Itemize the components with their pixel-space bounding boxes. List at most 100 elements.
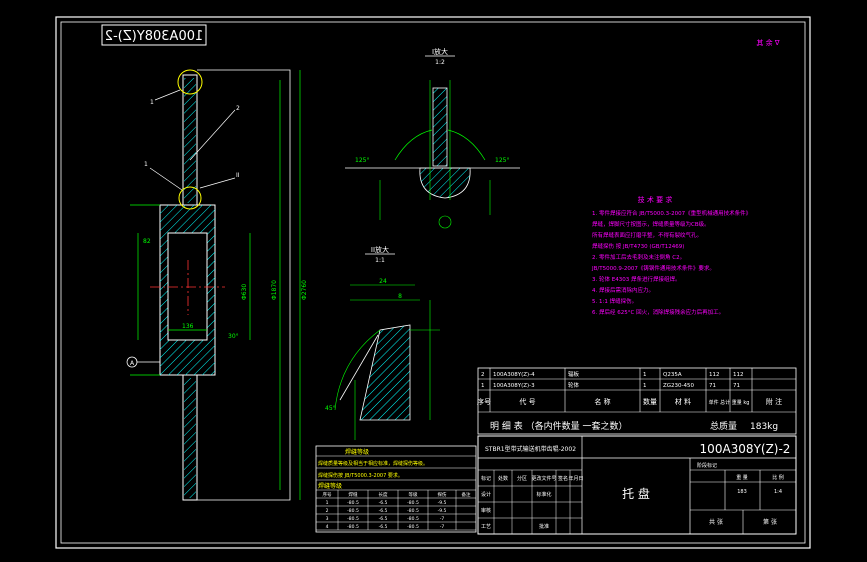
hub-bore [167,232,208,341]
title-block-cell: 标准化 [536,491,551,498]
tech-req-item: 3. 轮体 E4303 焊条进行焊接组焊。 [592,275,680,283]
detail-bottom-scale: 1:1 [375,257,385,264]
parts-cell: 100A308Y(Z)-3 [493,383,535,389]
weld-header-cell: 序号 [323,491,332,498]
weld-cell: -6.5 [379,516,388,522]
total-weight-label: 总质量 [710,420,737,432]
title-block: STBR1型带式输送机带齿辊-2002 100A308Y(Z)-2 托 盘 阶段… [477,435,797,535]
tech-req-item: 5. 1:1 焊缝探伤。 [592,297,637,305]
tech-req-item: 2. 零件加工后去毛刺及未注倒角 C2。 [592,253,685,261]
weld-cell: -9.5 [438,500,447,506]
drawing-number: 100A308Y(Z)-2 [700,442,791,456]
weld-cell: -9.5 [438,508,447,514]
parts-cell: 71 [709,383,716,389]
weld-cell: -80.5 [347,524,359,530]
weld-cell: 2 [326,508,329,514]
weld-cell: -80.5 [347,500,359,506]
parts-cell: 1 [643,383,647,389]
title-block-cell: 标记 [481,475,491,482]
weld-table-subtitle: 焊缝等级 [318,482,342,490]
dim-30: 30° [228,333,239,340]
tech-req-item: 焊缝，焊脚尺寸按图示，焊缝质量等级为CB级。 [592,220,710,228]
corner-code-mirrored: 100A308Y(Z)-2 [105,29,203,44]
parts-cell: 100A308Y(Z)-4 [493,372,535,378]
weld-table-title: 焊缝等级 [345,448,369,456]
detail-bottom-dim-c: 45° [325,405,336,412]
company-line: STBR1型带式输送机带齿辊-2002 [485,445,576,453]
callout-1: 1 [150,99,154,106]
title-block-cell: 年月日 [568,475,583,482]
title-block-cell: 审核 [481,507,491,514]
parts-cell: 1 [481,383,485,389]
weld-cell: -6.5 [379,508,388,514]
callout-2: 2 [236,105,240,112]
technical-requirements: 技 术 要 求 1. 零件焊接应符合 JB/T5000.3-2007《重型机械通… [591,195,751,316]
detail-view-top: I放大 1:2 125° 125° [345,47,520,229]
parts-header-cell: 名 称 [594,397,610,406]
callout-3: 1 [144,161,148,168]
total-weight-value: 183kg [750,422,778,432]
sheet-of: 第 张 [763,518,777,526]
parts-header-cell: 数量 [643,397,657,406]
tech-req-item: JB/T5000.9-2007《铸钢件通用技术条件》要求。 [591,264,715,272]
weld-cell: -80.5 [407,508,419,514]
detail-bottom-dim-a: 24 [379,278,387,285]
parts-header-cell: 代 号 [519,397,535,406]
tech-req-item: 焊缝探伤 按 JB/T4730 (GB/T12469) [592,242,684,250]
parts-header-cell: 序号 [477,397,491,406]
outer-border [55,16,811,549]
dim-mid: Φ1870 [271,280,278,300]
weld-cell: -80.5 [407,524,419,530]
weld-header-cell: 焊缝 [349,491,358,498]
title-block-cell: 批准 [539,523,549,530]
weight-value: 183 [737,489,747,495]
weld-cell: -6.5 [379,524,388,530]
dim-overall: Φ2760 [301,280,308,300]
tech-req-item: 4. 焊接后需消除内应力。 [592,286,654,294]
parts-list: 2 100A308Y(Z)-4 辐板 1 Q235A 112 112 1 100A308Y(Z)… [477,367,797,435]
weld-header-cell: 备注 [462,491,471,498]
weld-header-cell: 探伤 [438,491,447,498]
weld-cell: 3 [326,516,329,522]
tech-req-item: 所有焊缝表面应打磨平整，不得有裂纹气孔。 [592,231,702,239]
dim-inner: Φ630 [241,284,248,300]
weld-cell: -80.5 [347,516,359,522]
detail-circle-lower [178,186,202,210]
parts-cell: 辐板 [568,370,580,378]
stage-label: 阶段标记 [697,462,717,469]
parts-cell: 112 [733,372,744,378]
parts-header-cell: 单件 总计 重量 kg [709,399,750,406]
parts-cell: 112 [709,372,720,378]
tech-req-item: 1. 零件焊接应符合 JB/T5000.3-2007《重型机械通用技术条件》 [592,209,751,217]
weld-cell: 1 [326,500,329,506]
weld-cell: -80.5 [407,500,419,506]
parts-cell: 2 [481,372,485,378]
detail-top-title: I放大 [432,47,448,56]
tech-req-title: 技 术 要 求 [638,195,673,204]
weld-cell: -7 [440,516,445,522]
detail-bottom-section [359,324,411,421]
parts-header-cell: 附 注 [766,397,782,406]
title-block-cell: 签名 [558,475,568,482]
main-section-view: A 1 2 1 II Φ2760 Φ1870 Φ630 136 82 30° [126,69,308,501]
dim-136: 136 [182,323,194,330]
weld-table: 焊缝等级 焊缝质量等级及相当于相应标准，焊缝探伤等级。 焊缝探伤按 JB/T50… [315,445,477,533]
sheet-label: 共 张 [709,518,723,526]
parts-cell: Q235A [663,372,682,378]
scale-value: 1:4 [774,489,782,495]
scale-label: 比 例 [772,474,784,481]
title-block-cell: 更改文件号 [531,475,556,482]
datum-a: A [130,360,135,367]
title-block-cell: 设计 [481,491,491,498]
weld-cell: -7 [440,524,445,530]
parts-cell: 1 [643,372,647,378]
parts-footer-left: 明 细 表 （各内件数量 一套之数） [490,420,627,432]
weld-cell: 4 [326,524,329,530]
part-name: 托 盘 [622,486,650,501]
parts-cell: ZG230-450 [663,383,695,389]
detail-bottom-title: II放大 [371,245,389,254]
parts-cell: 71 [733,383,740,389]
parts-header-cell: 材 料 [675,397,691,406]
weld-header-cell: 等级 [409,491,418,498]
